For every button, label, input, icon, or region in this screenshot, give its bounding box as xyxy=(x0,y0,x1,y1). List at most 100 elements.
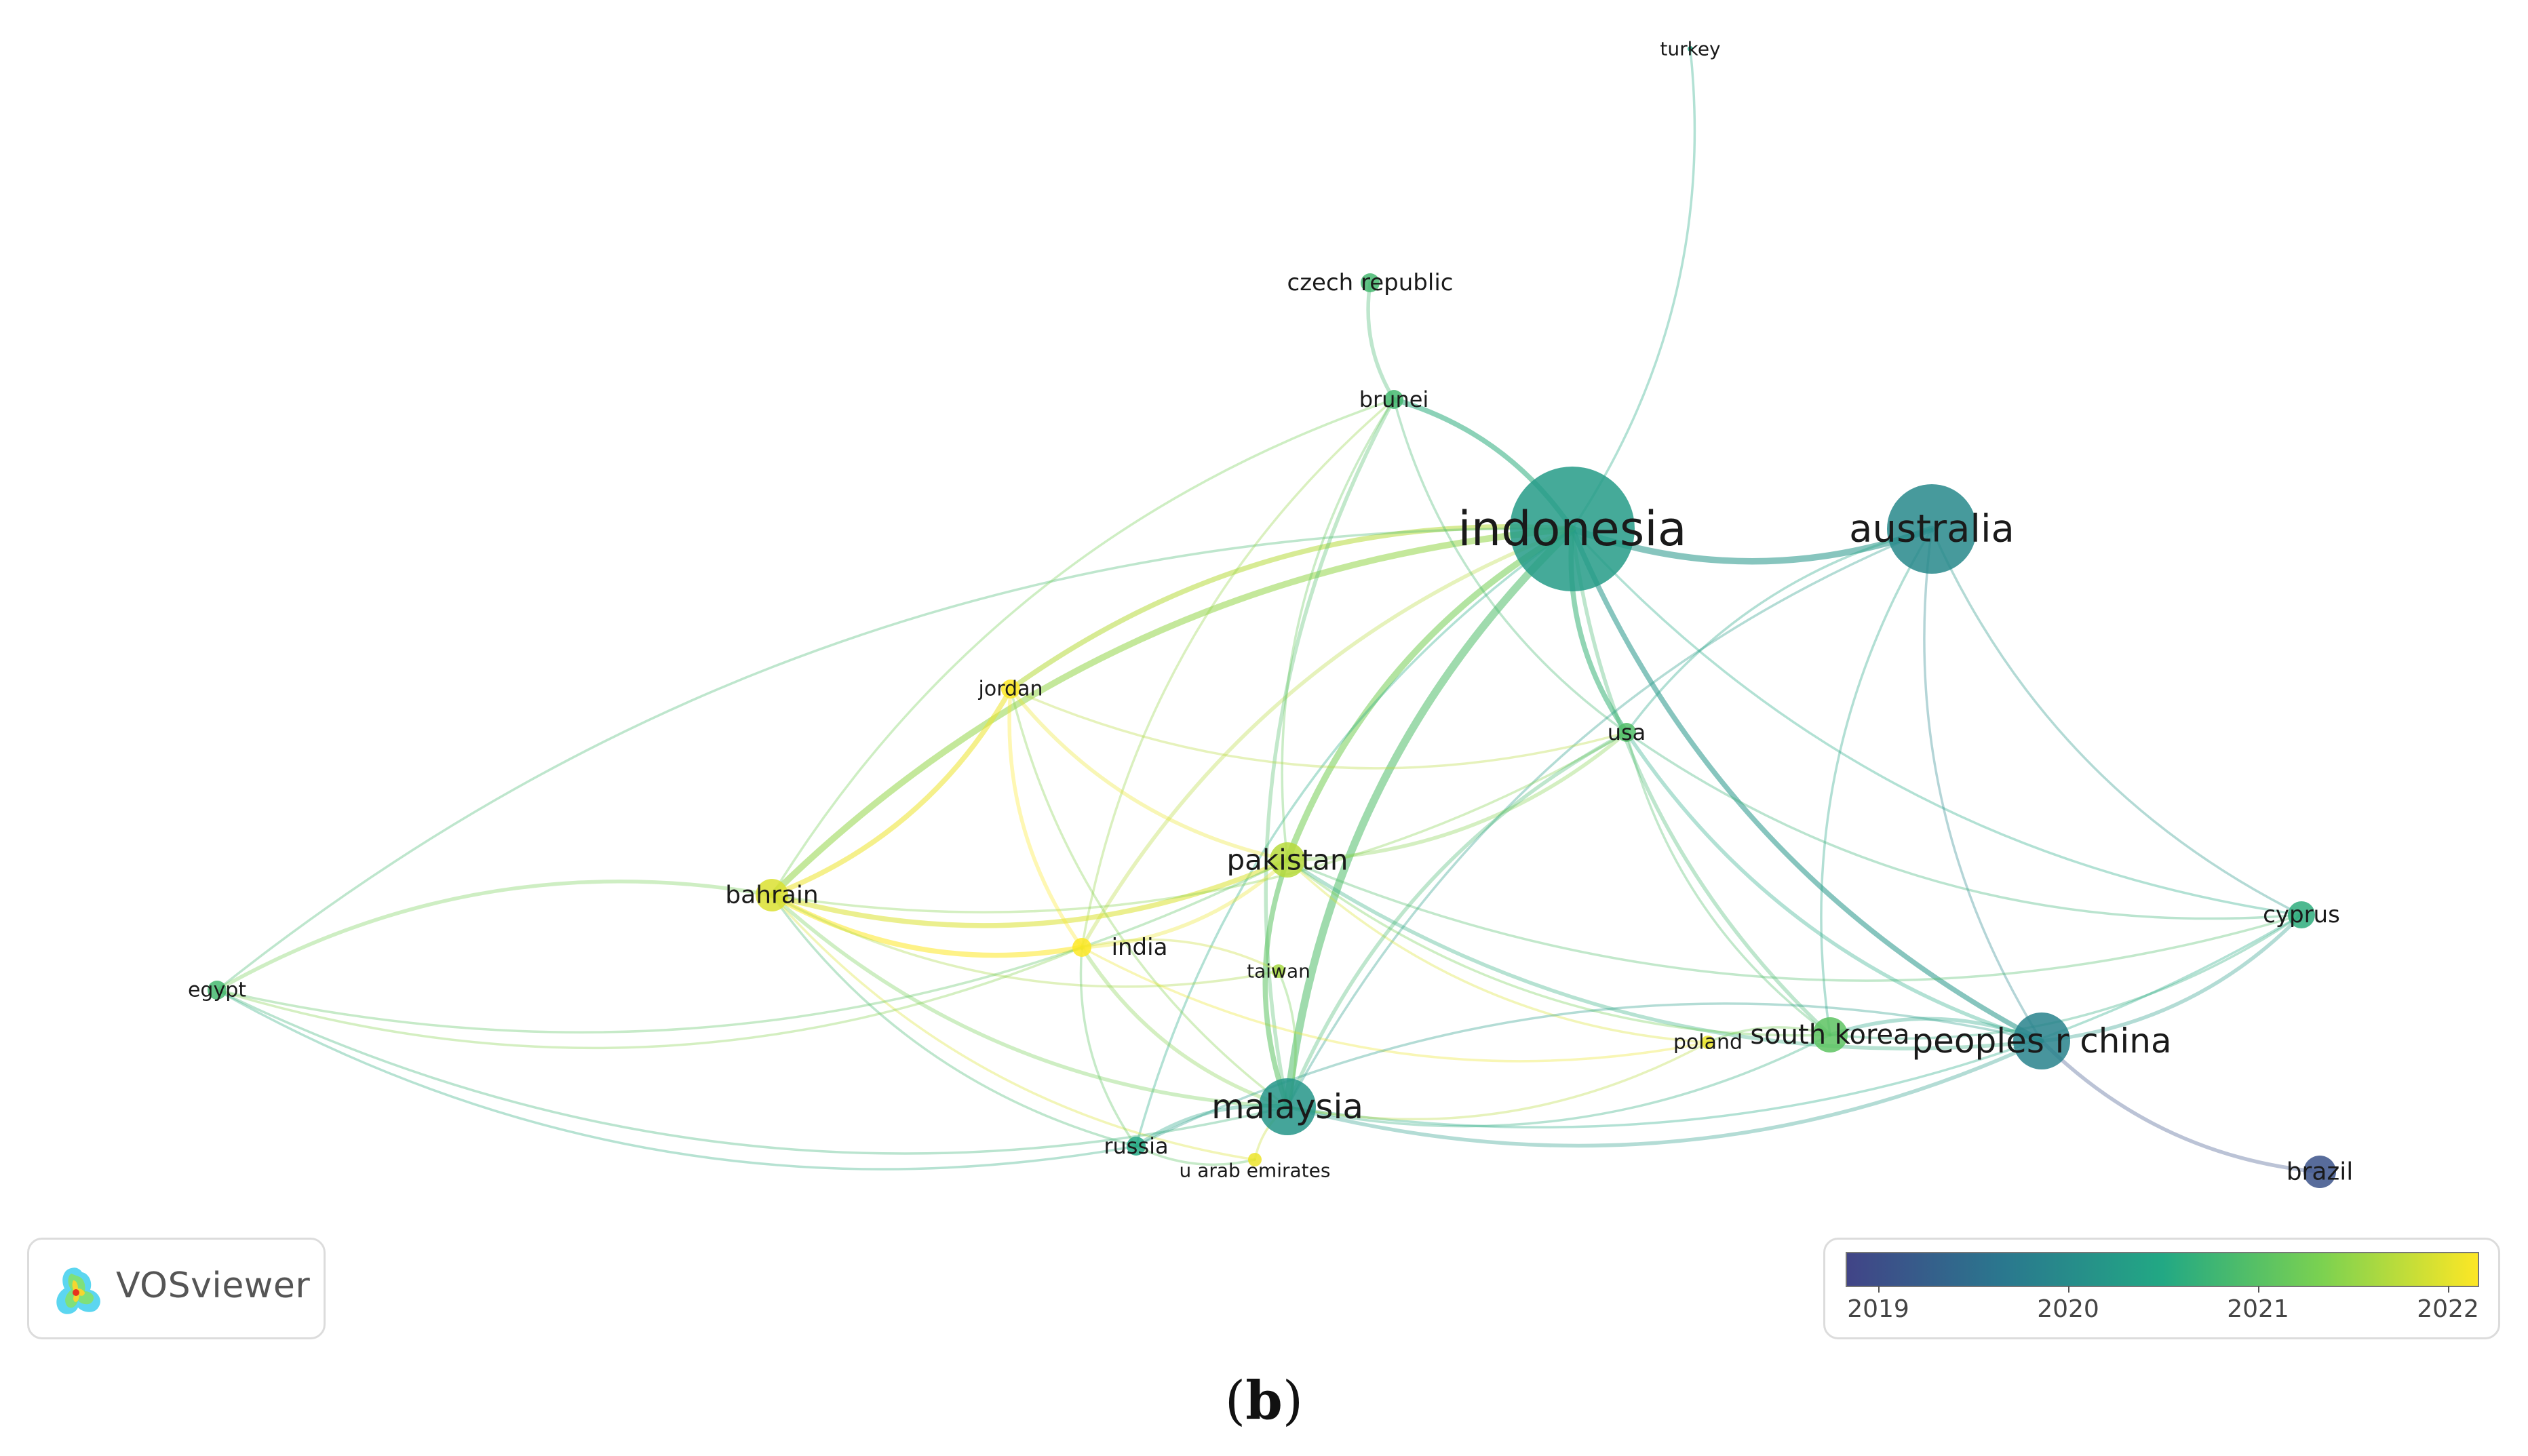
label-indonesia: indonesia xyxy=(1458,501,1686,557)
node-bahrain[interactable] xyxy=(756,879,788,911)
network-link xyxy=(771,894,1137,1147)
network-link xyxy=(1571,528,2303,916)
network-link xyxy=(2040,1039,2322,1174)
vosviewer-logo-text: VOSviewer xyxy=(116,1265,311,1306)
legend-tick xyxy=(1878,1286,1880,1293)
legend-tick-label: 2022 xyxy=(2417,1295,2479,1323)
legend-tick xyxy=(2068,1286,2069,1293)
label-cyprus: cyprus xyxy=(2263,901,2340,928)
network-link xyxy=(1081,938,1280,972)
node-peoples-r-china[interactable] xyxy=(2013,1012,2070,1069)
network-link xyxy=(1007,687,1084,949)
network-link xyxy=(1081,398,1395,949)
network-link xyxy=(216,946,1083,1050)
network-link xyxy=(1009,688,1628,770)
node-taiwan[interactable] xyxy=(1272,964,1285,978)
network-link xyxy=(771,731,1628,913)
node-south-korea[interactable] xyxy=(1812,1017,1848,1052)
legend-tick-label: 2021 xyxy=(2227,1295,2289,1323)
node-u-arab-emirates[interactable] xyxy=(1248,1153,1262,1166)
network-link xyxy=(216,989,1137,1170)
network-nodes xyxy=(208,46,2336,1188)
legend-tick xyxy=(2448,1286,2449,1293)
label-taiwan: taiwan xyxy=(1247,960,1310,983)
network-link xyxy=(769,526,1576,899)
label-australia: australia xyxy=(1849,507,2015,551)
label-pakistan: pakistan xyxy=(1226,844,1348,877)
network-link xyxy=(1625,731,1831,1036)
label-india: india xyxy=(1112,934,1168,961)
node-brunei[interactable] xyxy=(1384,390,1403,409)
network-link xyxy=(769,892,1085,958)
node-australia[interactable] xyxy=(1887,484,1977,574)
network-link xyxy=(769,857,1290,928)
node-jordan[interactable] xyxy=(1001,680,1020,699)
network-link xyxy=(1829,913,2303,1040)
network-link xyxy=(770,893,1289,1109)
network-link xyxy=(1009,688,1289,1108)
network-link xyxy=(1923,528,2043,1042)
caption-close: ) xyxy=(1282,1371,1304,1432)
network-link xyxy=(1625,731,2303,920)
vosviewer-logo-box: VOSviewer xyxy=(27,1238,326,1339)
node-czech-republic[interactable] xyxy=(1361,273,1380,292)
network-link xyxy=(1081,946,1709,1063)
label-peoples-r-china: peoples r china xyxy=(1911,1021,2171,1061)
node-egypt[interactable] xyxy=(208,981,227,1000)
label-jordan: jordan xyxy=(978,677,1043,701)
network-link xyxy=(1625,528,1933,734)
node-russia[interactable] xyxy=(1127,1137,1146,1156)
network-link xyxy=(771,894,1280,988)
node-turkey[interactable] xyxy=(1688,46,1693,52)
node-indonesia[interactable] xyxy=(1510,467,1635,591)
network-link xyxy=(1286,859,1709,1044)
network-link xyxy=(1080,945,1289,1109)
network-link xyxy=(769,686,1013,898)
legend-tick-label: 2020 xyxy=(2037,1295,2099,1323)
network-link xyxy=(216,989,1289,1155)
network-link xyxy=(1286,528,1933,1108)
network-link xyxy=(1135,1145,1256,1166)
network-link xyxy=(1286,859,2303,982)
network-link xyxy=(1286,1041,1709,1121)
label-poland: poland xyxy=(1673,1031,1743,1055)
network-link xyxy=(1828,1017,2044,1043)
network-link xyxy=(215,879,774,992)
node-brazil[interactable] xyxy=(2303,1156,2336,1188)
network-link xyxy=(1264,397,1396,1109)
label-u-arab-emirates: u arab emirates xyxy=(1180,1160,1331,1182)
label-egypt: egypt xyxy=(188,979,246,1002)
node-cyprus[interactable] xyxy=(2288,901,2315,928)
node-india[interactable] xyxy=(1072,938,1091,957)
network-link xyxy=(1080,527,1574,949)
network-link xyxy=(1285,1039,2044,1148)
network-link xyxy=(1135,528,1574,1147)
network-link xyxy=(1366,281,1396,401)
network-link xyxy=(1625,730,2044,1043)
network-link xyxy=(1286,1034,1831,1128)
network-link xyxy=(2040,913,2303,1043)
network-link xyxy=(1281,398,1395,861)
network-link xyxy=(1008,524,1575,692)
node-poland[interactable] xyxy=(1701,1036,1715,1049)
label-brazil: brazil xyxy=(2287,1158,2354,1186)
label-russia: russia xyxy=(1104,1133,1168,1159)
network-link xyxy=(1285,730,1629,1109)
label-malaysia: malaysia xyxy=(1211,1087,1363,1126)
network-link xyxy=(1285,858,2044,1050)
network-link xyxy=(1080,858,1289,949)
network-labels: indonesia australia malaysia peoples r chin… xyxy=(188,38,2353,1186)
node-pakistan[interactable] xyxy=(1270,842,1305,878)
network-link xyxy=(1284,526,1576,863)
label-brunei: brunei xyxy=(1359,387,1429,412)
network-link xyxy=(1283,525,1576,1111)
network-link xyxy=(1285,730,1629,862)
network-link xyxy=(771,894,1256,1161)
label-turkey: turkey xyxy=(1660,38,1720,60)
network-link xyxy=(1009,687,1289,862)
node-usa[interactable] xyxy=(1617,723,1636,742)
node-malaysia[interactable] xyxy=(1259,1078,1316,1135)
network-link xyxy=(1570,526,2044,1044)
